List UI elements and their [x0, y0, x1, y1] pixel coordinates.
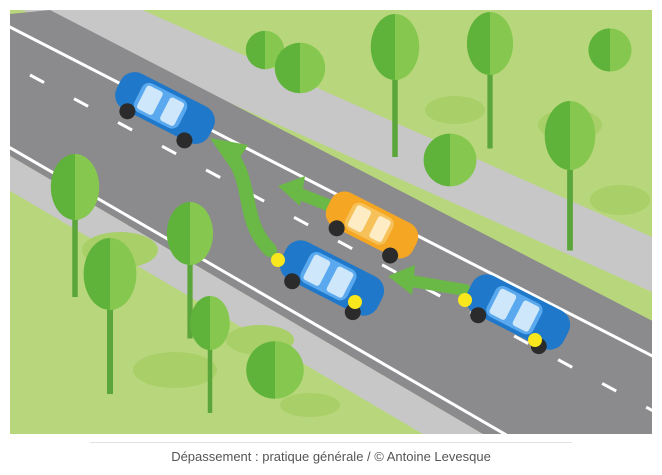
- lane-divider: [29, 73, 652, 413]
- lower-sidewalk: [10, 155, 483, 434]
- overtake-arrow: [210, 138, 277, 257]
- orange-car: [325, 191, 419, 264]
- road-edge-line: [10, 25, 652, 358]
- tree-group-upper: [245, 12, 650, 251]
- headlight: [348, 295, 362, 309]
- blue-car: [465, 274, 571, 355]
- straight-arrow: [278, 176, 334, 211]
- caption-divider: [90, 442, 572, 443]
- illustration-frame: [10, 10, 652, 434]
- image-caption: Dépassement : pratique générale / © Anto…: [171, 449, 491, 464]
- headlight: [528, 333, 542, 347]
- headlight: [271, 253, 285, 267]
- follow-arrow: [388, 265, 471, 296]
- blue-car: [115, 72, 215, 149]
- tree-group-lower: [51, 154, 340, 417]
- headlight: [458, 293, 472, 307]
- overtaking-illustration: [10, 10, 652, 434]
